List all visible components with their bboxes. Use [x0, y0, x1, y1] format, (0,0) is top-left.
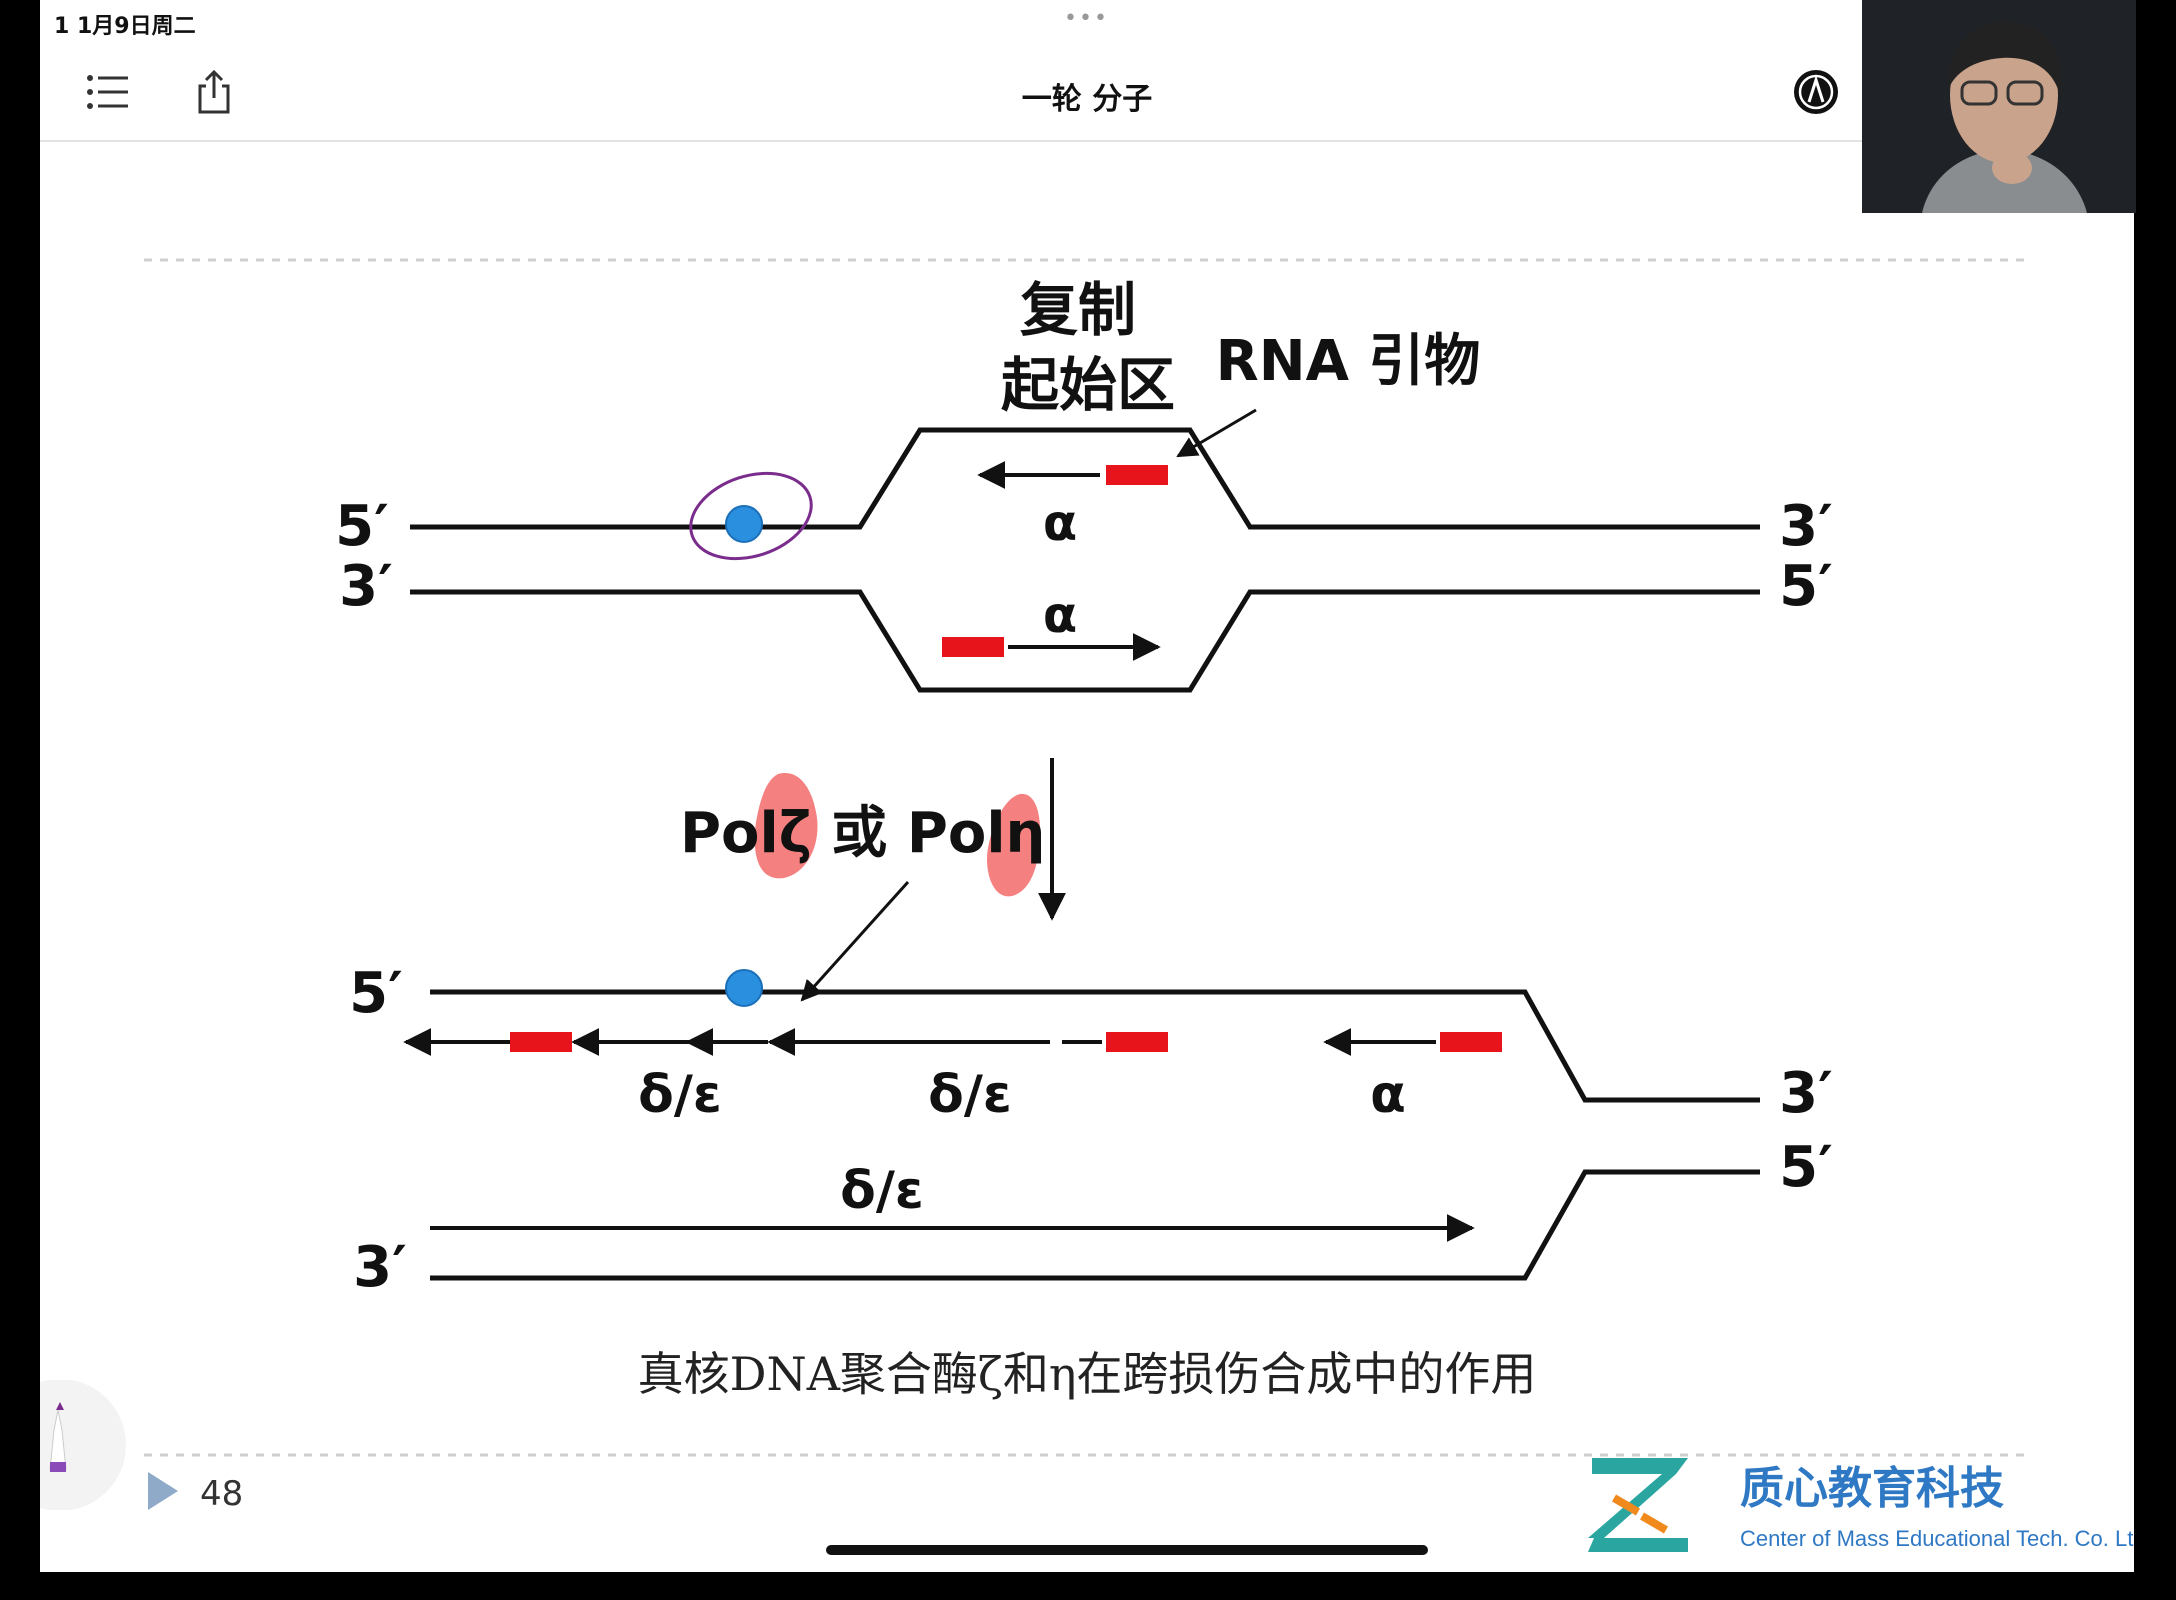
top-upper-primer	[1106, 465, 1168, 485]
logo-english-name: Center of Mass Educational Tech. Co. Ltd…	[1740, 1526, 2134, 1551]
bottom-strand-5prime-left: 5′	[349, 961, 403, 1026]
bottom-strand-5prime-right: 5′	[1779, 1135, 1833, 1200]
highlight-eta	[987, 793, 1040, 897]
ipad-screen: 1 1月9日周二 ••• 一轮 分子	[40, 0, 2134, 1572]
dna-replication-diagram: 复制 起始区 RNA 引物 5′ 3′ 3′ 5′ α α Polζ 或 Pol…	[144, 258, 2032, 1457]
lagging-primer-3	[1440, 1032, 1502, 1052]
handwritten-circle-annotation	[689, 471, 813, 561]
slide-caption: 真核DNA聚合酶ζ和η在跨损伤合成中的作用	[638, 1347, 1537, 1401]
presenter-video-image	[1862, 0, 2136, 213]
z-logo-icon	[1588, 1458, 1688, 1552]
apple-pencil-button[interactable]	[40, 1379, 170, 1511]
highlight-zeta	[754, 772, 818, 879]
lagging-primer-2	[1106, 1032, 1168, 1052]
top-strand-5prime-right: 5′	[1779, 554, 1833, 619]
dna-lesion-marker-top	[725, 505, 763, 543]
top-strand-3prime-left: 3′	[339, 554, 393, 619]
bottom-strand-3prime-right: 3′	[1779, 1061, 1833, 1126]
alpha-label-lower: α	[1043, 586, 1077, 644]
bottom-strand-3prime-left: 3′	[353, 1235, 407, 1300]
dna-lesion-marker-bottom	[725, 969, 763, 1007]
home-indicator[interactable]	[826, 1545, 1428, 1555]
status-time: 1 1月9日周二	[54, 14, 196, 39]
top-upper-strand	[410, 427, 1760, 530]
top-strand-3prime-right: 3′	[1779, 494, 1833, 559]
top-lower-strand	[410, 589, 1760, 693]
origin-label-2: 起始区	[1001, 351, 1175, 419]
webcam-overlay	[1862, 0, 2136, 213]
alpha-label-upper: α	[1043, 494, 1077, 552]
lagging-primer-1	[510, 1032, 572, 1052]
bottom-upper-template-strand	[430, 989, 1760, 1103]
delta-epsilon-label-2: δ/ε	[928, 1065, 1012, 1125]
list-icon[interactable]	[84, 68, 132, 116]
bottom-lower-template-strand	[430, 1169, 1760, 1281]
rna-primer-label: RNA 引物	[1216, 329, 1481, 394]
share-icon[interactable]	[190, 68, 238, 116]
alpha-label-bottom: α	[1370, 1065, 1406, 1125]
play-triangle-icon[interactable]	[144, 1468, 184, 1514]
primer-pointer-arrow	[1176, 408, 1257, 458]
delta-epsilon-label-1: δ/ε	[638, 1065, 722, 1125]
status-bar: 1 1月9日周二 •••	[40, 0, 2134, 44]
multitasking-dots[interactable]: •••	[1064, 6, 1109, 31]
company-logo: 质心教育科技 Center of Mass Educational Tech. …	[1580, 1452, 2134, 1562]
logo-chinese-name: 质心教育科技	[1740, 1463, 2004, 1514]
enzyme-pointer-arrow	[800, 880, 910, 1002]
delta-epsilon-label-3: δ/ε	[840, 1161, 924, 1221]
top-lower-primer	[942, 637, 1004, 657]
page-number: 48	[200, 1474, 244, 1514]
origin-label: 复制	[1020, 276, 1136, 344]
top-strand-5prime-left: 5′	[335, 494, 389, 559]
document-title: 一轮 分子	[1021, 82, 1153, 117]
document-toolbar: 一轮 分子	[40, 44, 2134, 142]
markup-pen-icon[interactable]	[1792, 68, 1840, 116]
pencil-icon	[40, 1379, 126, 1511]
pol-zeta-or-eta-label: Polζ 或 Polη	[680, 801, 1045, 866]
